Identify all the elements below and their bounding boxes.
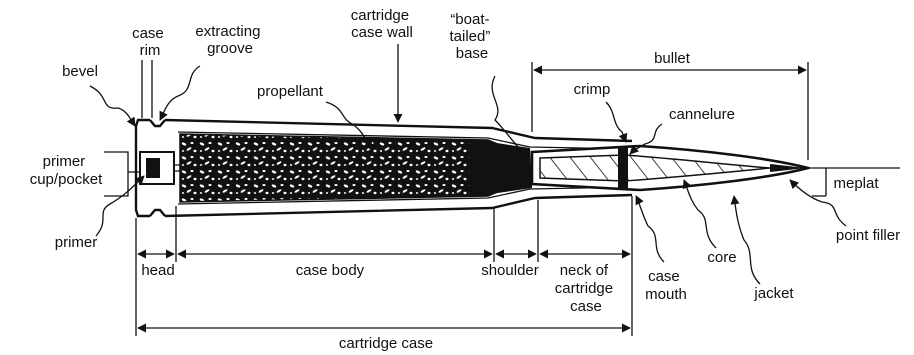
label-boat-tailed-line2: tailed” — [449, 28, 490, 45]
label-cartridge-case: cartridge case — [339, 335, 433, 352]
label-primer-cup-line1: primer — [43, 153, 86, 170]
label-case-mouth: case mouth — [645, 268, 687, 303]
label-shoulder: shoulder — [481, 262, 539, 279]
shoulder-fill — [470, 139, 532, 197]
leader-jacket — [734, 196, 760, 284]
label-meplat: meplat — [833, 175, 879, 192]
label-case-rim-line2: rim — [140, 42, 161, 59]
propellant-fill — [180, 134, 506, 202]
label-core: core — [707, 249, 736, 266]
label-extracting-groove-line2: groove — [207, 40, 253, 57]
label-point-filler: point filler — [836, 227, 900, 244]
cannelure-band — [618, 148, 628, 188]
extracting-groove-shape-lower — [150, 210, 165, 216]
label-extracting-groove-line1: extracting — [195, 23, 260, 40]
label-bullet: bullet — [654, 50, 691, 67]
label-case-rim-line1: case — [132, 25, 164, 42]
bottom-dimensions — [136, 196, 632, 336]
label-neck-line1: neck of — [560, 262, 609, 279]
label-primer-cup-line2: cup/pocket — [30, 171, 103, 188]
label-propellant: propellant — [257, 83, 324, 100]
label-boat-tailed-base: “boat- tailed” base — [449, 11, 494, 62]
label-case-mouth-line1: case — [648, 268, 680, 285]
label-case-rim: case rim — [132, 25, 168, 59]
label-jacket: jacket — [753, 285, 794, 302]
label-case-wall-line1: cartridge — [351, 7, 409, 24]
extracting-groove-shape — [150, 120, 165, 126]
leader-extracting-groove — [160, 66, 200, 120]
label-cannelure: cannelure — [669, 106, 735, 123]
label-boat-tailed-line1: “boat- — [450, 11, 489, 28]
primer-shape — [146, 158, 160, 178]
bullet-drawing — [532, 146, 808, 190]
leader-core — [684, 180, 716, 248]
label-bevel: bevel — [62, 63, 98, 80]
label-neck-line3: case — [570, 298, 602, 315]
label-neck: neck of cartridge case — [555, 262, 618, 315]
leader-case-mouth — [636, 196, 664, 262]
bracket-primer-cup — [104, 152, 128, 196]
label-neck-line2: cartridge — [555, 280, 613, 297]
leader-bevel — [90, 86, 135, 126]
leader-crimp — [606, 102, 626, 142]
label-head: head — [141, 262, 174, 279]
label-extracting-groove: extracting groove — [195, 23, 264, 57]
label-case-body: case body — [296, 262, 365, 279]
label-primer: primer — [55, 234, 98, 251]
label-case-mouth-line2: mouth — [645, 286, 687, 303]
label-crimp: crimp — [574, 81, 611, 98]
label-cartridge-case-wall: cartridge case wall — [351, 7, 414, 41]
label-case-wall-line2: case wall — [351, 24, 413, 41]
label-boat-tailed-line3: base — [456, 45, 489, 62]
label-primer-cup-pocket: primer cup/pocket — [30, 153, 103, 188]
